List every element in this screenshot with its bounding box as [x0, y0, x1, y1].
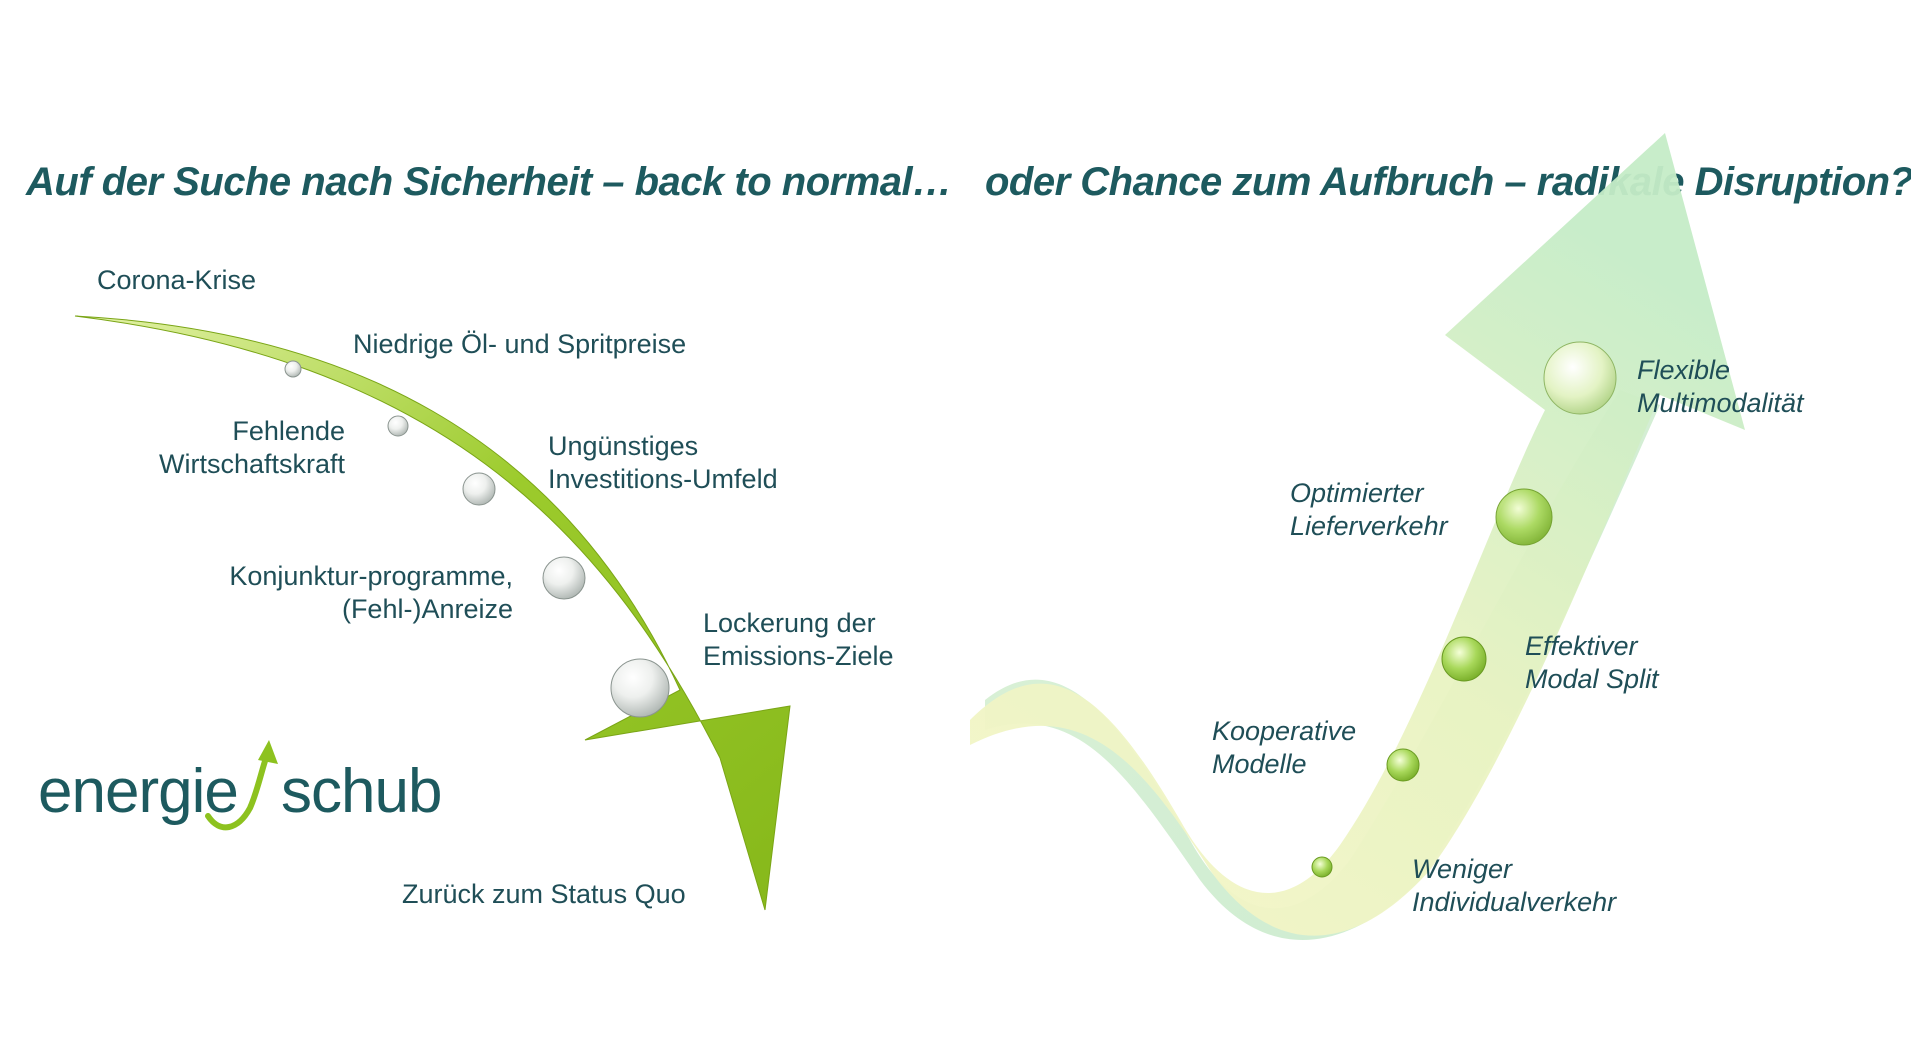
left-title: Auf der Suche nach Sicherheit – back to … — [26, 160, 952, 204]
label-status-quo: Zurück zum Status Quo — [402, 879, 686, 909]
label-individualverkehr: Weniger Individualverkehr — [1412, 853, 1616, 919]
downward-arrow — [74, 315, 791, 911]
upward-arrow-back — [985, 390, 1660, 940]
label-line: Optimierter — [1290, 478, 1424, 508]
label-line: Modal Split — [1525, 664, 1659, 694]
label-line: Effektiver — [1525, 631, 1638, 661]
label-line: Konjunktur-programme, — [229, 561, 513, 591]
label-line: Lockerung der — [703, 608, 876, 638]
pearl-1 — [284, 360, 302, 378]
pearl-4 — [542, 556, 586, 600]
label-flexible-multimodalitaet: Flexible Multimodalität — [1637, 354, 1804, 420]
label-line: Modelle — [1212, 749, 1307, 779]
pearl-3 — [462, 472, 496, 506]
label-modal-split: Effektiver Modal Split — [1525, 630, 1659, 696]
energieschub-logo: energie schub — [38, 738, 458, 838]
label-corona-krise: Corona-Krise — [97, 265, 257, 295]
label-line: Fehlende — [232, 416, 345, 446]
label-investitions-umfeld: Ungünstiges Investitions-Umfeld — [548, 430, 778, 496]
upward-arrow — [970, 133, 1745, 936]
label-line: Multimodalität — [1637, 388, 1804, 418]
label-line: Flexible — [1637, 355, 1731, 385]
label-kooperative-modelle: Kooperative Modelle — [1212, 715, 1356, 781]
label-wirtschaftskraft: Fehlende Wirtschaftskraft — [120, 415, 345, 481]
pearl-5 — [610, 658, 670, 718]
bubble-4 — [1495, 488, 1553, 546]
label-line: (Fehl-)Anreize — [341, 594, 513, 624]
bubble-2 — [1386, 748, 1420, 782]
label-line: Individualverkehr — [1412, 887, 1617, 917]
label-emissions-ziele: Lockerung der Emissions-Ziele — [703, 607, 894, 673]
logo-text-energie: energie — [38, 757, 239, 826]
label-line: Ungünstiges — [548, 431, 699, 461]
logo-text-schub: schub — [281, 757, 442, 826]
bubble-5 — [1543, 341, 1617, 415]
label-line: Lieferverkehr — [1290, 511, 1448, 541]
label-oelpreise: Niedrige Öl- und Spritpreise — [353, 329, 687, 359]
label-line: Weniger — [1412, 854, 1513, 884]
label-konjunkturprogramme: Konjunktur-programme, (Fehl-)Anreize — [190, 560, 513, 626]
bubble-1 — [1311, 856, 1333, 878]
label-lieferverkehr: Optimierter Lieferverkehr — [1290, 477, 1448, 543]
label-line: Wirtschaftskraft — [158, 449, 345, 479]
bubble-3 — [1441, 636, 1487, 682]
label-line: Emissions-Ziele — [703, 641, 894, 671]
pearl-2 — [387, 415, 409, 437]
label-line: Kooperative — [1212, 716, 1357, 746]
right-title: oder Chance zum Aufbruch – radikale Disr… — [985, 160, 1911, 204]
logo-arrow-icon — [205, 740, 278, 831]
label-line: Investitions-Umfeld — [548, 464, 778, 494]
